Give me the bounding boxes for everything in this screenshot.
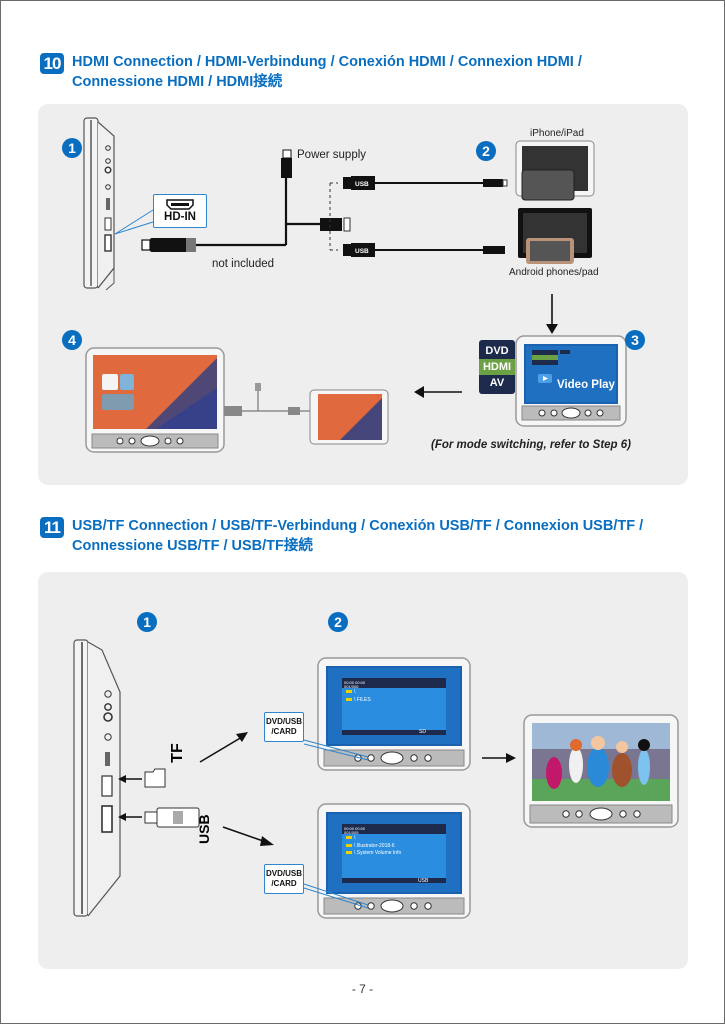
usb-label: USB	[196, 814, 212, 844]
section-10-header: 10 HDMI Connection / HDMI-Verbindung / C…	[40, 52, 662, 92]
step-3-badge: 3	[625, 330, 645, 350]
video-play-label: Video Play	[557, 379, 615, 391]
hdmi-port-icon	[166, 199, 194, 210]
section-10-title: HDMI Connection / HDMI-Verbindung / Cone…	[72, 54, 582, 90]
card-screen-time: 00:00 00:00	[344, 680, 366, 685]
usb-tf-diagram	[73, 639, 679, 919]
section-11-header: 11 USB/TF Connection / USB/TF-Verbindung…	[40, 516, 662, 556]
hdmi-diagram: USB USB	[83, 117, 627, 453]
source-ipad	[309, 389, 389, 445]
iphone-ipad-device	[515, 140, 595, 201]
step-1-badge: 1	[62, 138, 82, 158]
device-side-view-large	[73, 639, 121, 917]
card-screen-footer: SD	[419, 729, 426, 735]
iphone-ipad-label: iPhone/iPad	[530, 128, 584, 139]
page-number: - 7 -	[351, 982, 374, 996]
mode-menu-item-dvd: DVD	[485, 345, 509, 357]
device-side-view	[83, 117, 115, 291]
step-1-badge: 1	[137, 612, 157, 632]
device-card-screen	[317, 657, 471, 771]
usb-screen-row-root: \	[354, 835, 356, 841]
step-4-badge: 4	[62, 330, 82, 350]
card-screen-row-root: \	[354, 689, 356, 695]
hdmi-cable	[141, 149, 351, 252]
not-included-label: not included	[212, 258, 275, 270]
hd-in-label: HD-IN	[164, 211, 196, 223]
usb-tf-connection-panel: 1 2 TF USB DVD/USB /CARD DVD/USB /CARD 0…	[38, 572, 688, 969]
step-2-badge: 2	[328, 612, 348, 632]
android-label: Android phones/pad	[509, 267, 599, 278]
svg-text:USB: USB	[355, 248, 369, 255]
usb-screen-footer: USB	[418, 878, 429, 884]
device-video-playback	[523, 714, 679, 828]
card-screen-count: 001/006	[344, 684, 359, 689]
section-11-title: USB/TF Connection / USB/TF-Verbindung / …	[72, 518, 644, 554]
power-supply-label: Power supply	[297, 149, 367, 161]
usb-screen-count: 001/005	[344, 830, 359, 835]
usb-cable-android: USB	[343, 243, 505, 257]
usb-screen-time: 00:00 00:00	[344, 826, 366, 831]
step-2-badge: 2	[476, 141, 496, 161]
hd-in-callout: HD-IN	[153, 194, 207, 228]
mode-switch-note: (For mode switching, refer to Step 6)	[431, 439, 631, 451]
section-10-badge: 10	[40, 53, 64, 74]
device-mode-menu-screen	[515, 335, 627, 427]
tf-label: TF	[168, 743, 186, 763]
card-screen-row-files: \ FILES	[354, 697, 371, 703]
device-usb-screen	[317, 803, 471, 919]
hdmi-connection-panel: USB USB	[38, 104, 688, 485]
usb-screen-row-illustrator: \ Illustrator-2018-6	[354, 843, 395, 849]
usb-screen-row-system: \ System Volume Info	[354, 850, 402, 856]
android-device	[518, 208, 592, 264]
card-source-callout: DVD/USB /CARD	[264, 712, 304, 742]
usb-cable-lightning: USB	[343, 176, 508, 190]
mode-menu-item-hdmi: HDMI	[479, 359, 515, 375]
mode-menu-item-av: AV	[489, 377, 505, 389]
svg-text:USB: USB	[355, 181, 369, 188]
device-ipad-mirror	[85, 347, 225, 453]
mode-menu-popup: DVD HDMI AV	[479, 340, 515, 394]
section-11-badge: 11	[40, 517, 64, 538]
usb-source-callout: DVD/USB /CARD	[264, 864, 304, 894]
